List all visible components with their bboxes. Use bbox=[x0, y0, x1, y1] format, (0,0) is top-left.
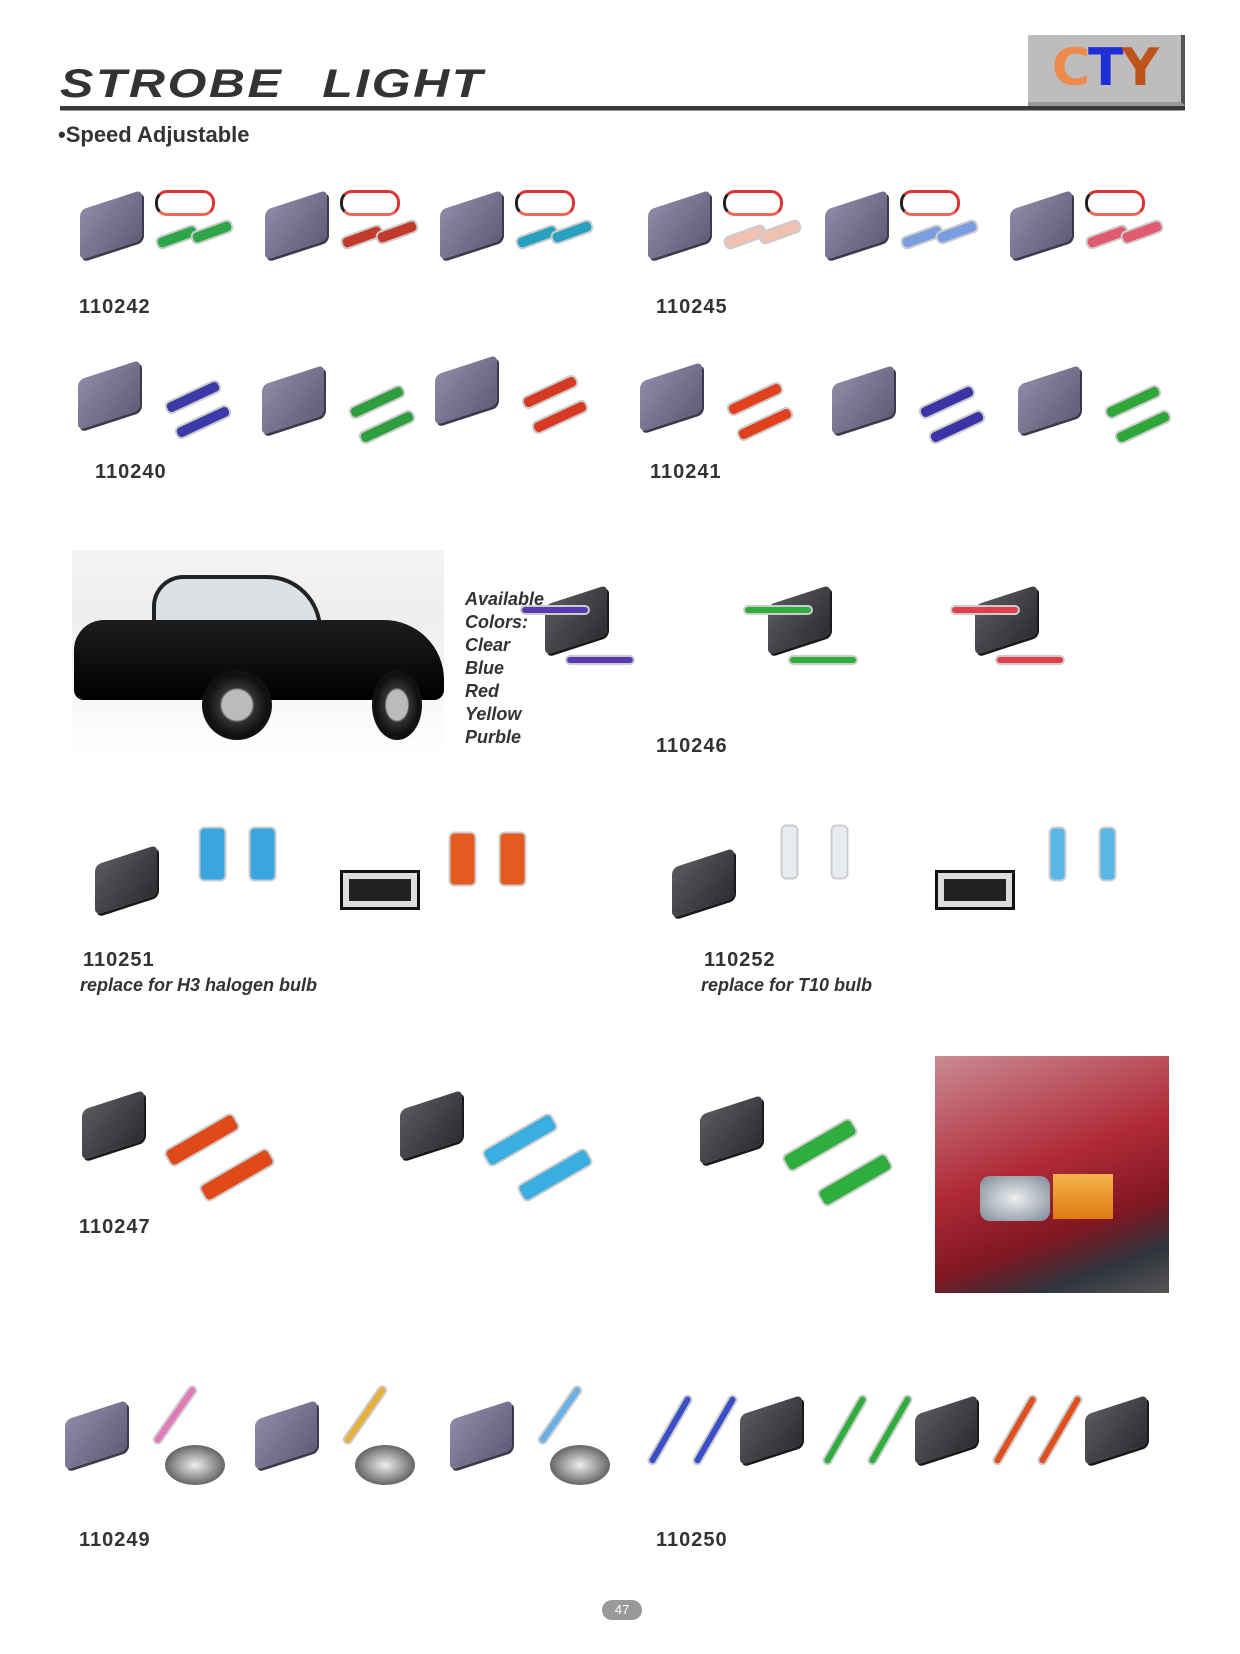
wire-harness bbox=[515, 190, 575, 216]
controller-box bbox=[255, 1399, 317, 1471]
controller-box bbox=[1010, 189, 1072, 261]
product-code: 110240 bbox=[95, 461, 167, 483]
light-tube bbox=[162, 1111, 242, 1169]
light-tube bbox=[548, 217, 596, 247]
light-tube bbox=[990, 1392, 1040, 1468]
product-code: 110251 bbox=[83, 949, 155, 971]
feature-subtitle: •Speed Adjustable bbox=[58, 122, 250, 147]
controller-box bbox=[80, 189, 142, 261]
controller-box bbox=[915, 1394, 977, 1466]
product-code: 110247 bbox=[79, 1216, 151, 1238]
wire-harness bbox=[723, 190, 783, 216]
light-tube bbox=[198, 826, 227, 882]
controller-box bbox=[262, 364, 324, 436]
controller-box bbox=[265, 189, 327, 261]
product-caption: replace for H3 halogen bulb bbox=[80, 975, 318, 995]
light-tube bbox=[1035, 1392, 1085, 1468]
light-tube bbox=[950, 605, 1020, 615]
light-tube bbox=[520, 605, 590, 615]
wire-harness bbox=[900, 190, 960, 216]
light-tube bbox=[248, 826, 277, 882]
controller-box bbox=[440, 189, 502, 261]
light-tube bbox=[780, 1116, 860, 1174]
controller-box bbox=[1085, 1394, 1147, 1466]
mount-dish bbox=[550, 1445, 610, 1485]
light-tube bbox=[150, 1383, 200, 1447]
controller-box bbox=[400, 1089, 462, 1161]
color-option: Purble bbox=[465, 727, 522, 747]
color-option: Yellow bbox=[465, 704, 522, 724]
brand-logo: CTY bbox=[1028, 35, 1185, 106]
product-code: 110250 bbox=[656, 1529, 728, 1551]
light-tube bbox=[1048, 826, 1067, 882]
light-tube bbox=[815, 1151, 895, 1209]
controller-box bbox=[935, 870, 1015, 910]
controller-box bbox=[768, 584, 830, 656]
controller-box bbox=[975, 584, 1037, 656]
light-tube bbox=[865, 1392, 915, 1468]
product-code: 110249 bbox=[79, 1529, 151, 1551]
controller-box bbox=[78, 359, 140, 431]
light-tube bbox=[565, 655, 635, 665]
controller-box bbox=[672, 847, 734, 919]
controller-box bbox=[648, 189, 710, 261]
light-tube bbox=[788, 655, 858, 665]
controller-box bbox=[95, 844, 157, 916]
light-tube bbox=[340, 1383, 390, 1447]
color-option: Clear bbox=[465, 635, 511, 655]
light-tube bbox=[780, 824, 799, 880]
light-tube bbox=[515, 1146, 595, 1204]
light-tube bbox=[820, 1392, 870, 1468]
product-code: 110242 bbox=[79, 296, 151, 318]
wire-harness bbox=[1085, 190, 1145, 216]
wire-harness bbox=[340, 190, 400, 216]
available-heading: Available bbox=[465, 589, 545, 609]
controller-box bbox=[450, 1399, 512, 1471]
product-code: 110241 bbox=[650, 461, 722, 483]
light-tube bbox=[645, 1392, 695, 1468]
product-code: 110252 bbox=[704, 949, 776, 971]
color-option: Blue bbox=[465, 658, 505, 678]
convertible-car-photo bbox=[72, 550, 444, 760]
light-tube bbox=[373, 217, 421, 247]
available-colors: Available Colors: Clear Blue Red Yellow … bbox=[465, 588, 544, 749]
product-code: 110246 bbox=[656, 735, 728, 757]
colors-heading: Colors: bbox=[465, 612, 528, 632]
page-number: 47 bbox=[602, 1600, 642, 1620]
light-tube bbox=[448, 831, 477, 887]
light-tube bbox=[830, 824, 849, 880]
light-tube bbox=[1098, 826, 1117, 882]
mount-dish bbox=[355, 1445, 415, 1485]
controller-box bbox=[640, 361, 702, 433]
wire-harness bbox=[155, 190, 215, 216]
product-code: 110245 bbox=[656, 296, 728, 318]
light-tube bbox=[743, 605, 813, 615]
controller-box bbox=[65, 1399, 127, 1471]
red-car-hood-photo bbox=[935, 1056, 1169, 1293]
light-tube bbox=[197, 1146, 277, 1204]
controller-box bbox=[545, 584, 607, 656]
title-divider bbox=[60, 106, 1185, 111]
controller-box bbox=[1018, 364, 1080, 436]
light-tube bbox=[690, 1392, 740, 1468]
mount-dish bbox=[165, 1445, 225, 1485]
controller-box bbox=[435, 354, 497, 426]
light-tube bbox=[188, 217, 236, 247]
color-option: Red bbox=[465, 681, 500, 701]
light-tube bbox=[498, 831, 527, 887]
controller-box bbox=[700, 1094, 762, 1166]
controller-box bbox=[740, 1394, 802, 1466]
page-title: STROBE LIGHT bbox=[60, 62, 485, 106]
light-tube bbox=[933, 217, 981, 247]
light-tube bbox=[995, 655, 1065, 665]
light-tube bbox=[480, 1111, 560, 1169]
product-caption: replace for T10 bulb bbox=[701, 975, 873, 995]
light-tube bbox=[756, 217, 804, 247]
controller-box bbox=[825, 189, 887, 261]
controller-box bbox=[832, 364, 894, 436]
controller-box bbox=[82, 1089, 144, 1161]
controller-box bbox=[340, 870, 420, 910]
light-tube bbox=[535, 1383, 585, 1447]
light-tube bbox=[1118, 217, 1166, 247]
